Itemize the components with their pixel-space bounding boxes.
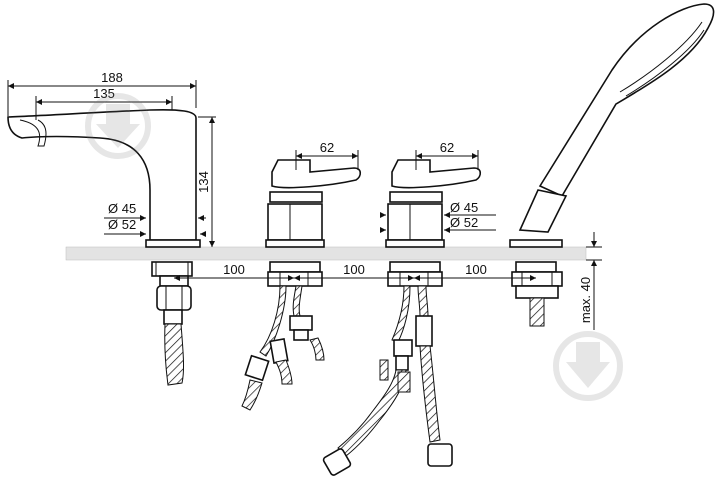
- mixer-right: [322, 159, 482, 476]
- spacing-dimensions: 100 100 100 max. 40: [174, 232, 602, 330]
- mixer-left-dimensions: 62: [295, 140, 359, 170]
- spout-dimensions: 188 135 134 Ø 45 Ø 52: [7, 70, 216, 247]
- dim-spout-reach: 135: [93, 86, 115, 101]
- dim-dia-small-right: Ø 45: [450, 200, 478, 215]
- dim-dia-small-left: Ø 45: [108, 201, 136, 216]
- dim-handle1-width: 62: [320, 140, 334, 155]
- dim-spout-height: 134: [196, 171, 211, 193]
- download-arrow-icon: [85, 93, 151, 159]
- dim-handle2-width: 62: [440, 140, 454, 155]
- mixer-right-dimensions: 62 Ø 45 Ø 52: [380, 140, 496, 233]
- dim-dia-large-left: Ø 52: [108, 217, 136, 232]
- mixer-left: [241, 159, 362, 411]
- dim-spacing-2: 100: [343, 262, 365, 277]
- dim-spout-length: 188: [101, 70, 123, 85]
- dim-dia-large-right: Ø 52: [450, 215, 478, 230]
- hand-shower: [509, 3, 715, 327]
- download-arrow-icon: [553, 331, 623, 401]
- dim-spacing-1: 100: [223, 262, 245, 277]
- dim-deck-thickness: max. 40: [578, 277, 593, 323]
- countertop: [65, 246, 587, 261]
- spout: [7, 108, 201, 386]
- dim-spacing-3: 100: [465, 262, 487, 277]
